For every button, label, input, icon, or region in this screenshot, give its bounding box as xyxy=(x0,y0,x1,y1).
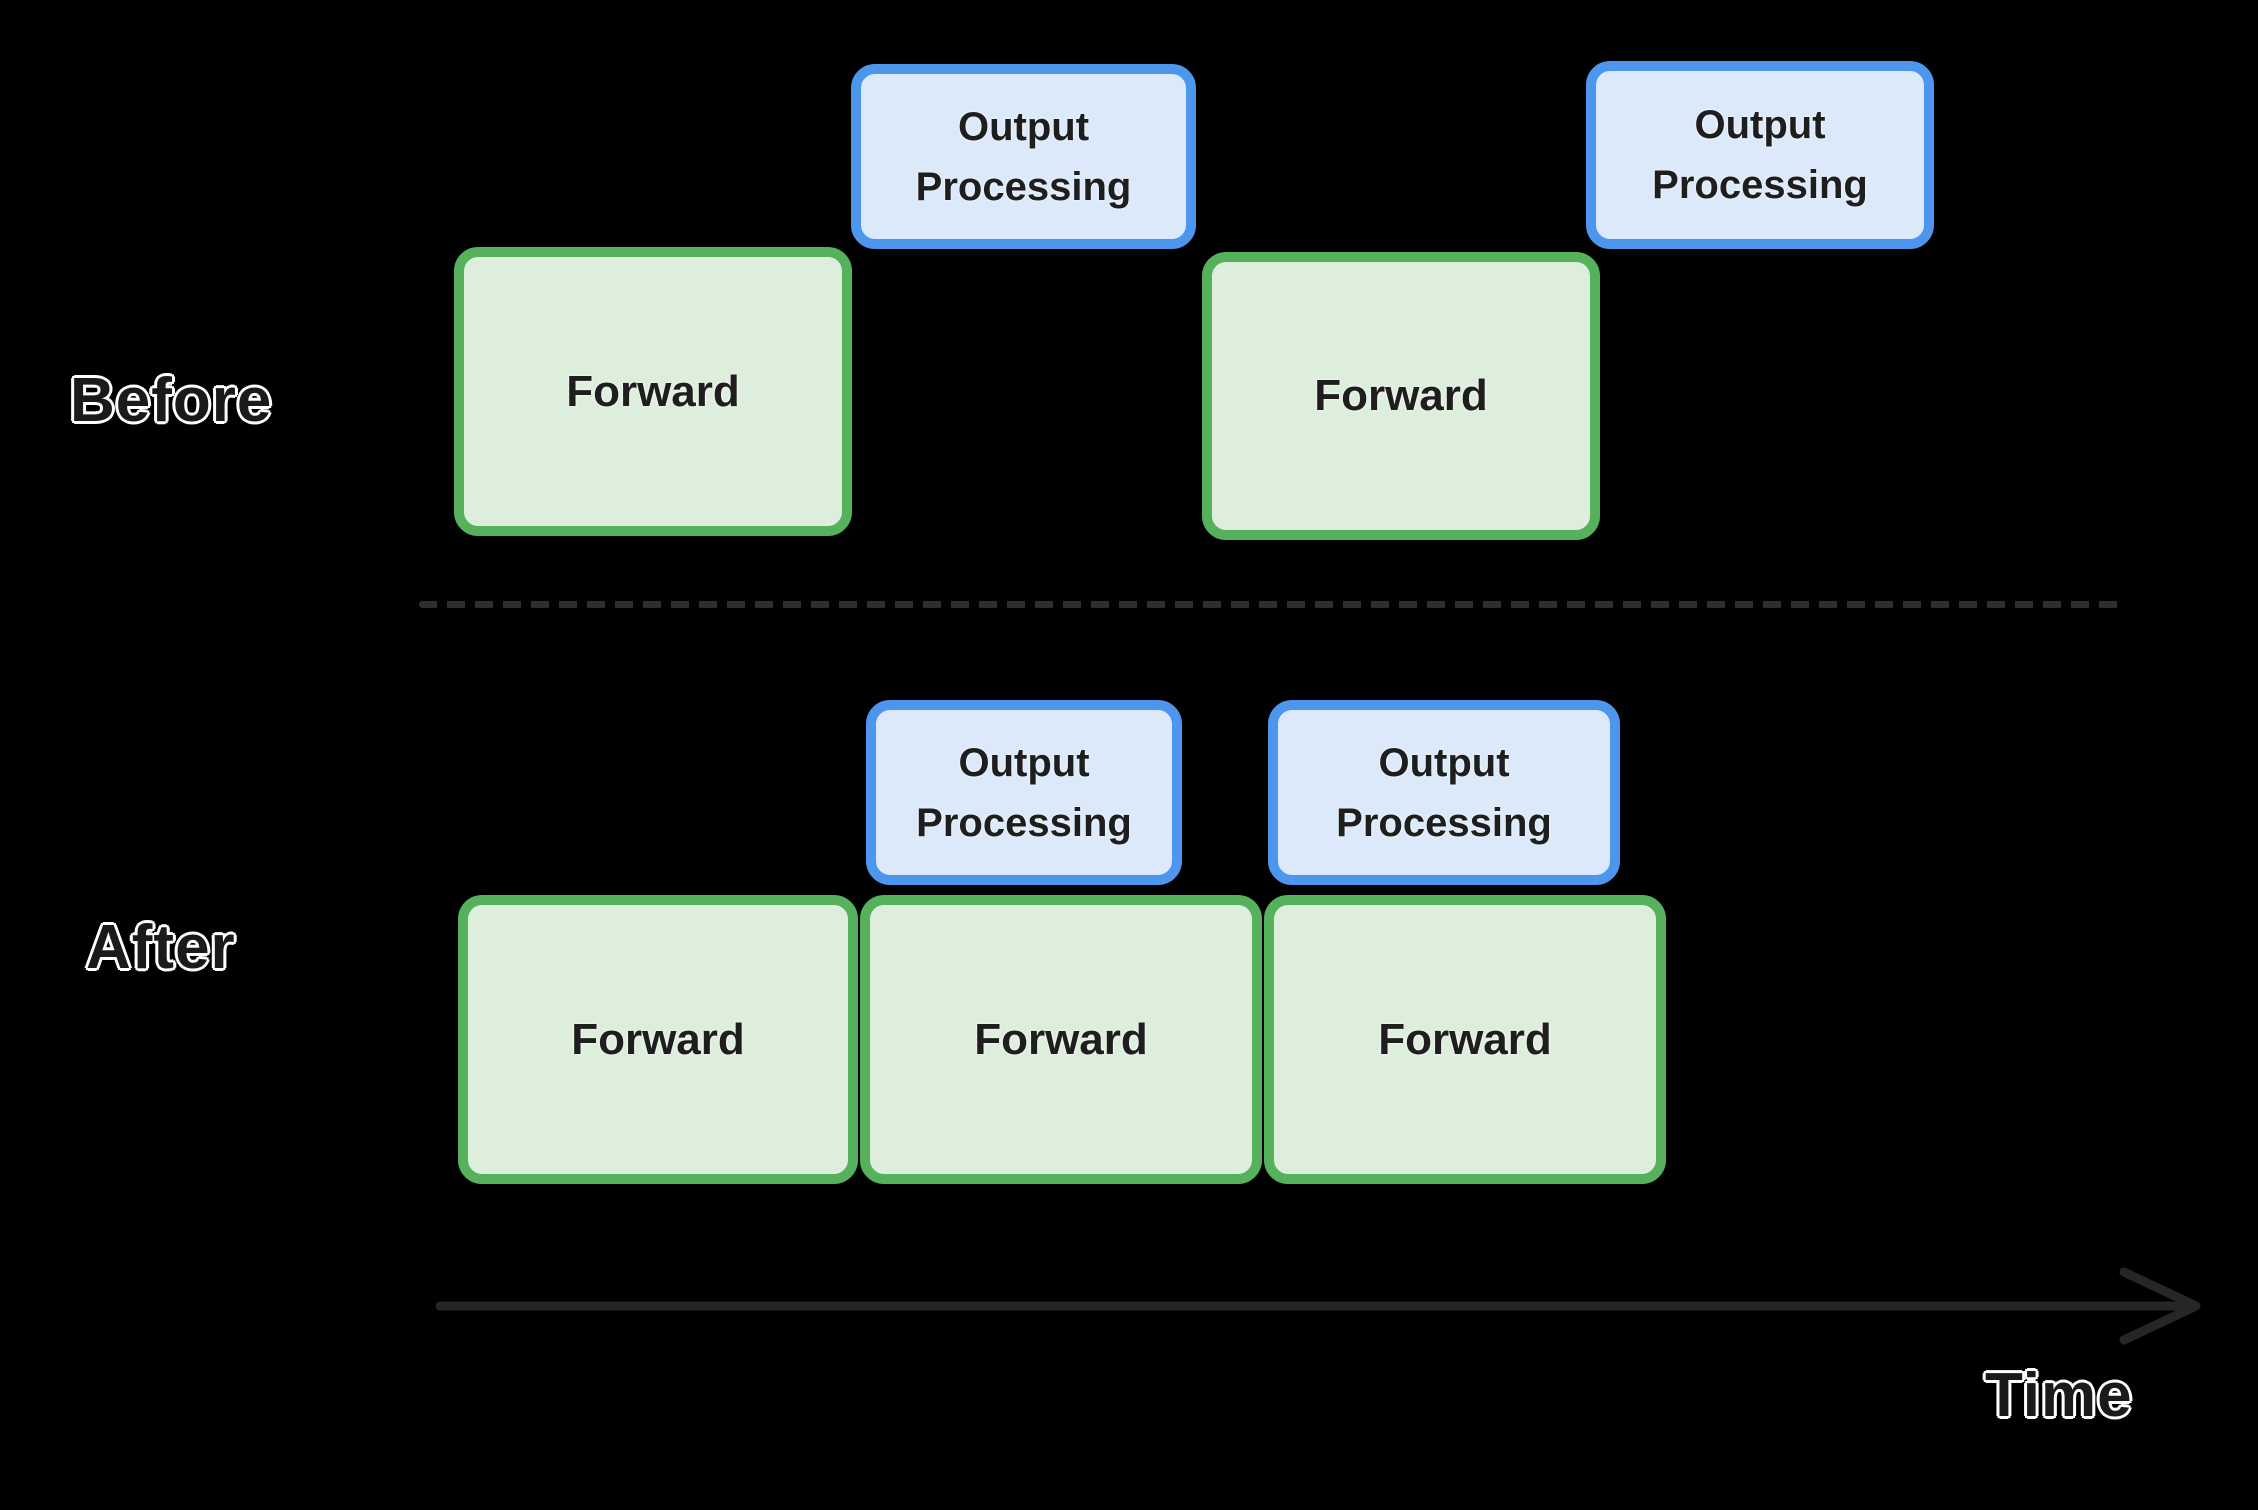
time-arrow-icon xyxy=(436,1262,2226,1350)
output-processing-box: Output Processing xyxy=(1268,700,1620,885)
before-row-label: Before xyxy=(70,366,273,435)
output-processing-box: Output Processing xyxy=(851,64,1196,249)
forward-box: Forward xyxy=(860,895,1262,1184)
forward-box: Forward xyxy=(458,895,858,1184)
forward-box: Forward xyxy=(1202,252,1600,540)
dashed-divider xyxy=(419,601,2125,608)
forward-box: Forward xyxy=(1264,895,1666,1184)
forward-box: Forward xyxy=(454,247,852,536)
time-axis-label: Time xyxy=(1985,1361,2133,1430)
output-processing-box: Output Processing xyxy=(1586,61,1934,249)
output-processing-box: Output Processing xyxy=(866,700,1182,885)
after-row-label: After xyxy=(86,913,236,982)
